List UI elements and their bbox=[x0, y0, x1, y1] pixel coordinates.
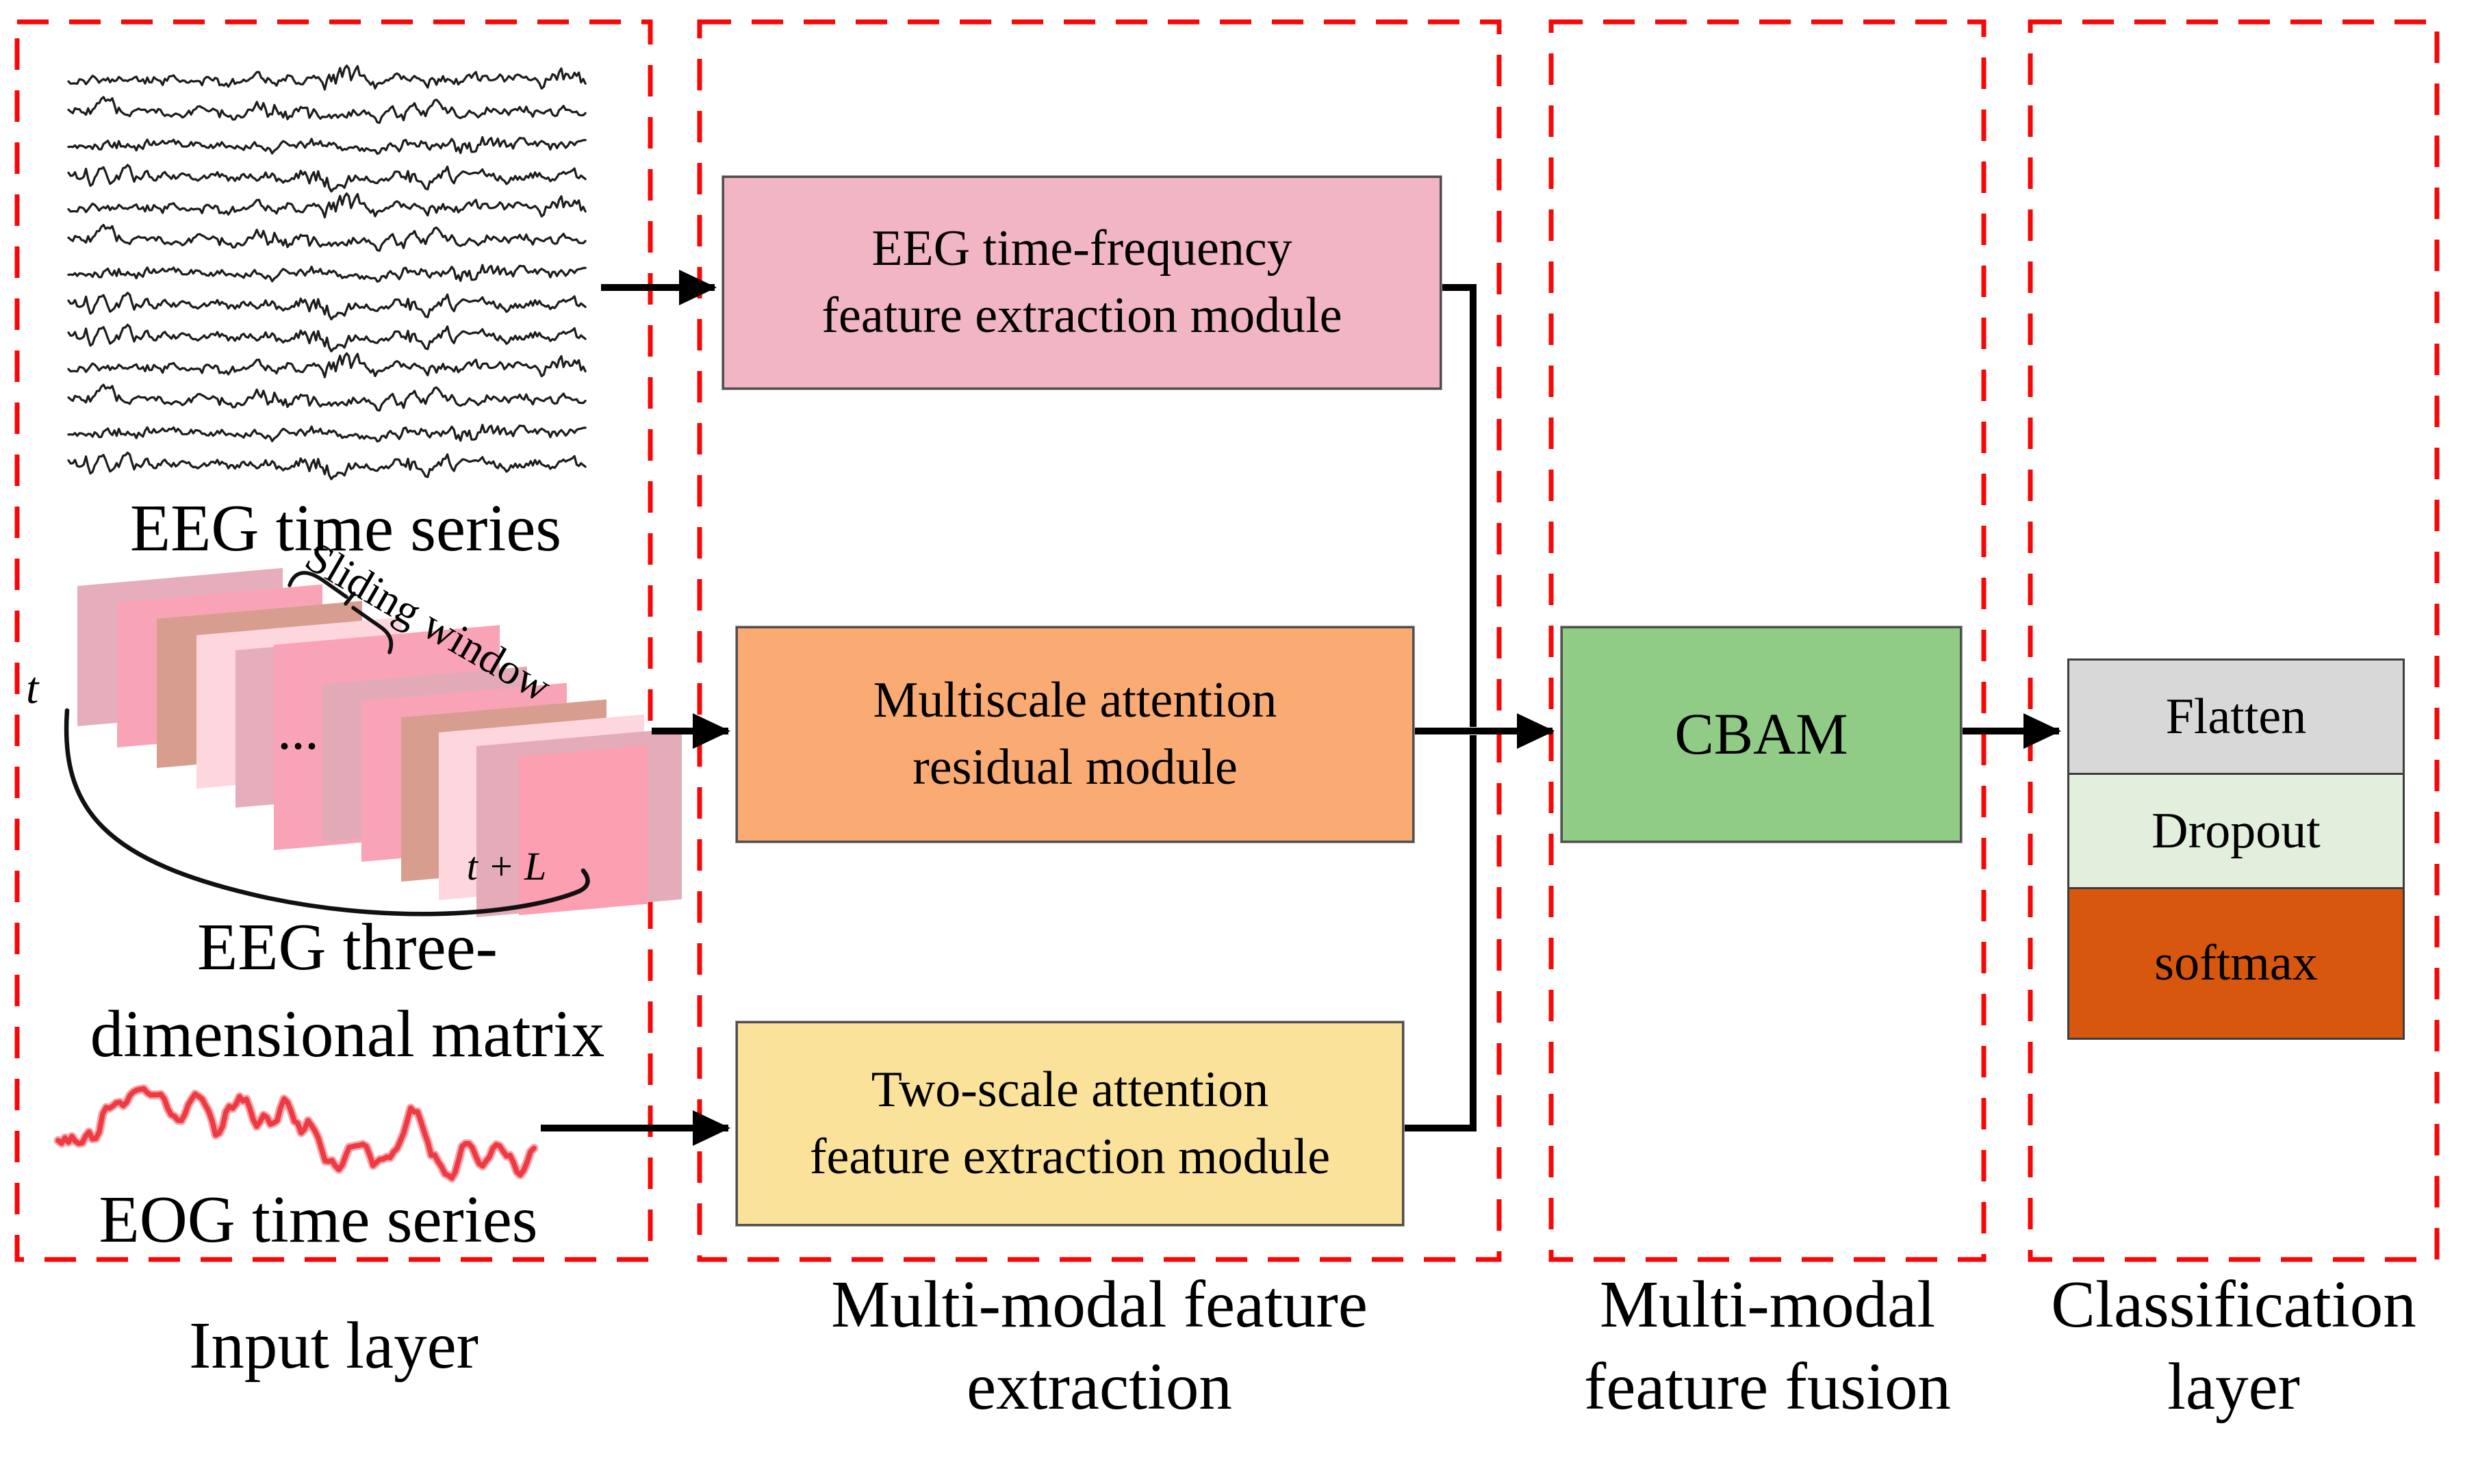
module-label: CBAM bbox=[1674, 701, 1848, 767]
connector-two-scale-up bbox=[1400, 735, 1477, 1131]
caption-line: extraction bbox=[967, 1350, 1232, 1423]
feature-extraction-region bbox=[697, 19, 1502, 1262]
classification-region bbox=[2028, 19, 2440, 1262]
softmax-layer-box: softmax bbox=[2067, 887, 2405, 1040]
eeg-trace bbox=[67, 164, 587, 193]
time-span-curve bbox=[64, 708, 590, 917]
eeg-waveform bbox=[67, 64, 587, 481]
eeg-time-series-label: EEG time series bbox=[129, 491, 562, 565]
eog-time-series-label: EOG time series bbox=[99, 1183, 538, 1256]
connector-tf-module-down bbox=[1438, 284, 1477, 727]
two-scale-attention-module-box: Two-scale attention feature extraction m… bbox=[736, 1021, 1404, 1226]
layer-label: Dropout bbox=[2151, 802, 2321, 859]
eog-waveform bbox=[53, 1084, 539, 1183]
module-label-line: feature extraction module bbox=[821, 287, 1342, 344]
eeg-trace bbox=[67, 323, 587, 353]
cbam-module-box: CBAM bbox=[1561, 626, 1962, 843]
layer-label: Flatten bbox=[2165, 688, 2307, 745]
module-label-line: residual module bbox=[912, 739, 1238, 795]
eeg-trace bbox=[67, 383, 587, 412]
eeg-trace bbox=[67, 136, 587, 155]
feature-extraction-caption: Multi-modal feature extraction bbox=[700, 1264, 1499, 1428]
eeg-time-frequency-module-box: EEG time-frequency feature extraction mo… bbox=[722, 176, 1442, 389]
eeg-3d-matrix-label-line2: dimensional matrix bbox=[90, 997, 605, 1071]
eeg-trace bbox=[67, 292, 587, 321]
flatten-layer-box: Flatten bbox=[2067, 658, 2405, 775]
sliding-window-matrix bbox=[77, 567, 682, 917]
eeg-trace bbox=[67, 192, 587, 219]
layer-label: softmax bbox=[2154, 935, 2318, 991]
time-end-label: t + L bbox=[466, 844, 547, 888]
eeg-trace bbox=[67, 264, 587, 283]
module-label-line: Two-scale attention bbox=[871, 1061, 1269, 1118]
multiscale-attention-module-box: Multiscale attention residual module bbox=[736, 626, 1414, 843]
module-label-line: EEG time-frequency bbox=[871, 220, 1292, 277]
eeg-trace bbox=[67, 64, 587, 91]
dropout-layer-box: Dropout bbox=[2067, 773, 2405, 889]
ellipsis-label: ... bbox=[279, 713, 320, 758]
eeg-3d-matrix-label: EEG three- dimensional matrix bbox=[10, 904, 685, 1077]
time-start-label: t bbox=[26, 663, 39, 713]
caption-line: Multi-modal feature bbox=[831, 1268, 1368, 1341]
sliding-window-brace bbox=[288, 571, 394, 654]
input-layer-caption: Input layer bbox=[17, 1305, 650, 1387]
eeg-trace bbox=[67, 424, 587, 443]
caption-line: Multi-modal bbox=[1599, 1268, 1936, 1341]
caption-line: Input layer bbox=[189, 1309, 478, 1382]
feature-fusion-region bbox=[1548, 19, 1987, 1262]
eeg-trace bbox=[67, 352, 587, 379]
classification-stack: Flatten Dropout softmax bbox=[2067, 658, 2405, 1040]
caption-line: feature fusion bbox=[1584, 1350, 1951, 1423]
eeg-trace bbox=[67, 96, 587, 125]
feature-fusion-caption: Multi-modal feature fusion bbox=[1551, 1264, 1984, 1428]
eeg-trace bbox=[67, 451, 587, 481]
caption-line: layer bbox=[2167, 1350, 2300, 1423]
classification-layer-caption: Classification layer bbox=[2030, 1264, 2437, 1428]
module-label-line: Multiscale attention bbox=[873, 672, 1277, 729]
input-layer-region bbox=[14, 19, 653, 1262]
module-label-line: feature extraction module bbox=[809, 1128, 1331, 1185]
caption-line: Classification bbox=[2051, 1268, 2416, 1341]
eeg-3d-matrix-label-line1: EEG three- bbox=[197, 910, 498, 984]
matrix-frame bbox=[519, 745, 648, 915]
eeg-trace bbox=[67, 224, 587, 252]
